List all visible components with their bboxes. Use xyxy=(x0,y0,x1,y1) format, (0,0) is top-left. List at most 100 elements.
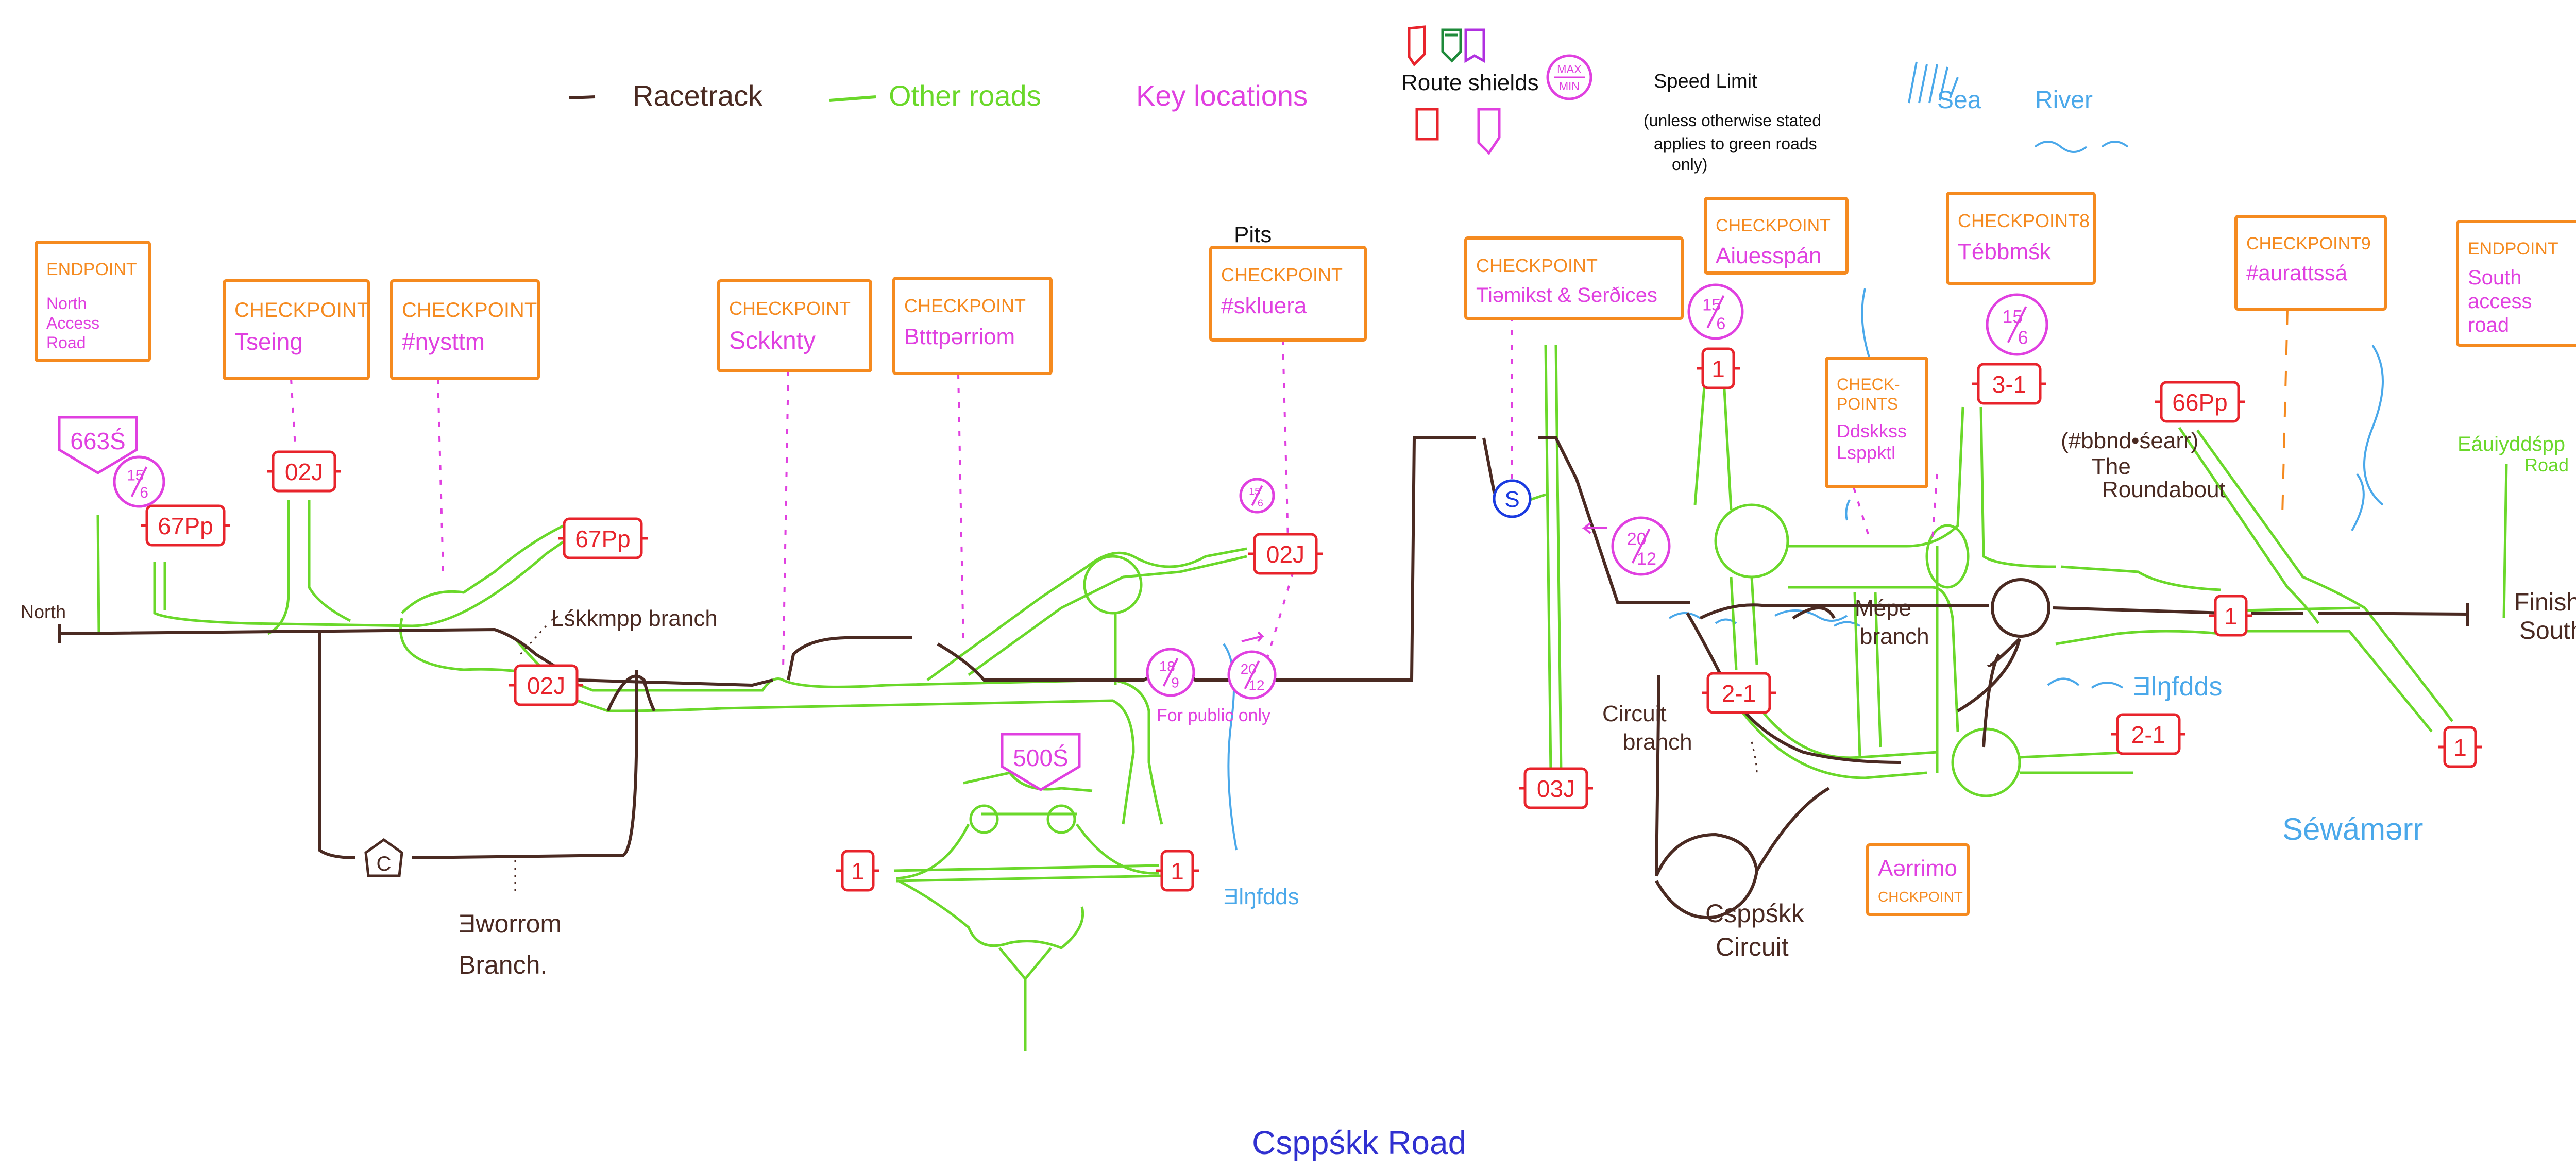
legend-shield-icons xyxy=(1408,25,1501,155)
location-name: Ddskkss xyxy=(1837,420,1907,442)
legend-river-label: River xyxy=(2035,87,2093,114)
map-title: Csppśkk Road xyxy=(1252,1124,1466,1161)
route-shield: 66Pp xyxy=(2155,381,2245,423)
services-sign-label: S xyxy=(1504,487,1519,512)
speed-slash xyxy=(1631,529,1651,564)
location-name: #aurattssá xyxy=(2246,261,2348,285)
sea-waves xyxy=(1668,609,2124,689)
location-box xyxy=(223,279,370,380)
speed-max: 20 xyxy=(1627,529,1647,549)
shield-label: 03J xyxy=(1537,775,1575,802)
shield-label: 2-1 xyxy=(1722,680,1756,707)
location-box xyxy=(1946,192,2096,285)
location-name: Sckknty xyxy=(729,327,816,354)
location-4: CHECKPOINT Sckknty xyxy=(717,279,872,372)
river-label-right: Ǝlŋfdds xyxy=(2133,672,2222,702)
location-name: Access xyxy=(46,314,99,332)
river-right xyxy=(2351,344,2384,531)
location-name: road xyxy=(2468,314,2509,336)
mepe-branch-label-2: branch xyxy=(1860,624,1929,649)
legend-key-locations-label: Key locations xyxy=(1136,79,1308,112)
location-box xyxy=(892,277,1053,375)
location-header: CHECK-POINTS xyxy=(1837,375,1900,413)
circuit-branch-label-2: branch xyxy=(1623,729,1692,755)
location-name: Road xyxy=(46,333,86,352)
location-box xyxy=(2234,215,2387,311)
location-6: CHECKPOINT#skluera xyxy=(1209,246,1367,342)
shield-label: 02J xyxy=(285,459,323,485)
red-shield-icon xyxy=(1408,25,1426,66)
eworrom-label-2: Branch. xyxy=(459,951,547,979)
location-name: Aiuesspán xyxy=(1716,243,1821,268)
location-11: CHECKPOINT9#aurattssá xyxy=(2234,215,2387,311)
speed-limit-sign: 156 xyxy=(1239,478,1275,514)
route-shield: 500Ś xyxy=(1001,733,1081,791)
map-labels: North Finish/ South Łśkkmpp branch Ǝworr… xyxy=(21,222,2576,1161)
location-box xyxy=(717,279,872,372)
route-shield: 02J xyxy=(1248,533,1323,575)
shield-label: 1 xyxy=(851,858,865,885)
speed-min: 9 xyxy=(1171,674,1179,690)
red-brace-shield-icon xyxy=(1415,108,1439,141)
speed-limit-sign: 156 xyxy=(113,455,165,508)
speed-min: 12 xyxy=(1248,677,1264,693)
lskkmpp-branch-label: Łśkkmpp branch xyxy=(551,606,718,631)
roundabout-label-2: The xyxy=(2092,454,2131,479)
location-box xyxy=(1866,843,1970,916)
location-name: Aərrimo xyxy=(1878,856,1957,881)
route-shield: 67Pp xyxy=(141,504,230,547)
speed-min: 6 xyxy=(140,484,148,501)
location-name: Btttpərriom xyxy=(904,324,1015,349)
route-shield: 2-1 xyxy=(1702,672,1776,714)
river-label-left: Ǝlŋfdds xyxy=(1224,884,1299,909)
speed-max: 18 xyxy=(1159,658,1175,674)
location-header: CHECKPOINT xyxy=(1221,264,1343,285)
speed-slash xyxy=(130,466,148,497)
legend-other-roads-swatch xyxy=(829,95,876,102)
speed-slash xyxy=(2007,306,2027,343)
location-header: CHECKPOINT xyxy=(1476,255,1598,276)
location-boxes: ENDPOINTNorthAccessRoadCHECKPOINTTseingC… xyxy=(35,192,2576,916)
route-shield: 2-1 xyxy=(2111,713,2185,755)
shield-label: 02J xyxy=(1266,541,1304,568)
shield-label: 1 xyxy=(2224,603,2238,630)
shield-label: 1 xyxy=(2453,734,2467,761)
shield-label: 1 xyxy=(1171,858,1184,885)
pits-label: Pits xyxy=(1234,222,1272,247)
c-sign-label: C xyxy=(377,853,392,875)
services-sign xyxy=(1493,479,1532,518)
shield-label: 1 xyxy=(1711,355,1725,382)
location-box xyxy=(1825,357,1928,488)
legend: Racetrack Other roads Key locations Rout… xyxy=(569,25,2129,174)
south-road-label-1: Eáuiyddśpp xyxy=(2458,433,2565,455)
location-box xyxy=(1704,197,1849,275)
route-shield: 1 xyxy=(836,850,879,892)
location-name: Lsppktl xyxy=(1837,442,1895,463)
speed-slash xyxy=(1706,295,1725,329)
mepe-branch-label-1: Mépe xyxy=(1855,596,1911,621)
shield-label: 67Pp xyxy=(158,513,213,539)
roundabout-label-1: (#bbnd•śearr) xyxy=(2061,428,2198,453)
legend-speed-note-3: only) xyxy=(1672,155,1707,174)
legend-other-roads-label: Other roads xyxy=(889,79,1041,112)
legend-route-shields-label: Route shields xyxy=(1401,70,1539,95)
speed-min: 6 xyxy=(1258,498,1263,509)
shield-outline xyxy=(1001,733,1081,791)
location-header: CHECKPOINT xyxy=(402,299,537,321)
location-header: CHECKPOINT xyxy=(729,298,851,319)
direction-arrow-icon xyxy=(1581,522,1607,534)
legend-racetrack-swatch xyxy=(569,95,596,99)
green-shield-icon xyxy=(1441,28,1462,63)
location-header: ENDPOINT xyxy=(2468,239,2558,259)
shield-label: 3-1 xyxy=(1992,371,2026,398)
